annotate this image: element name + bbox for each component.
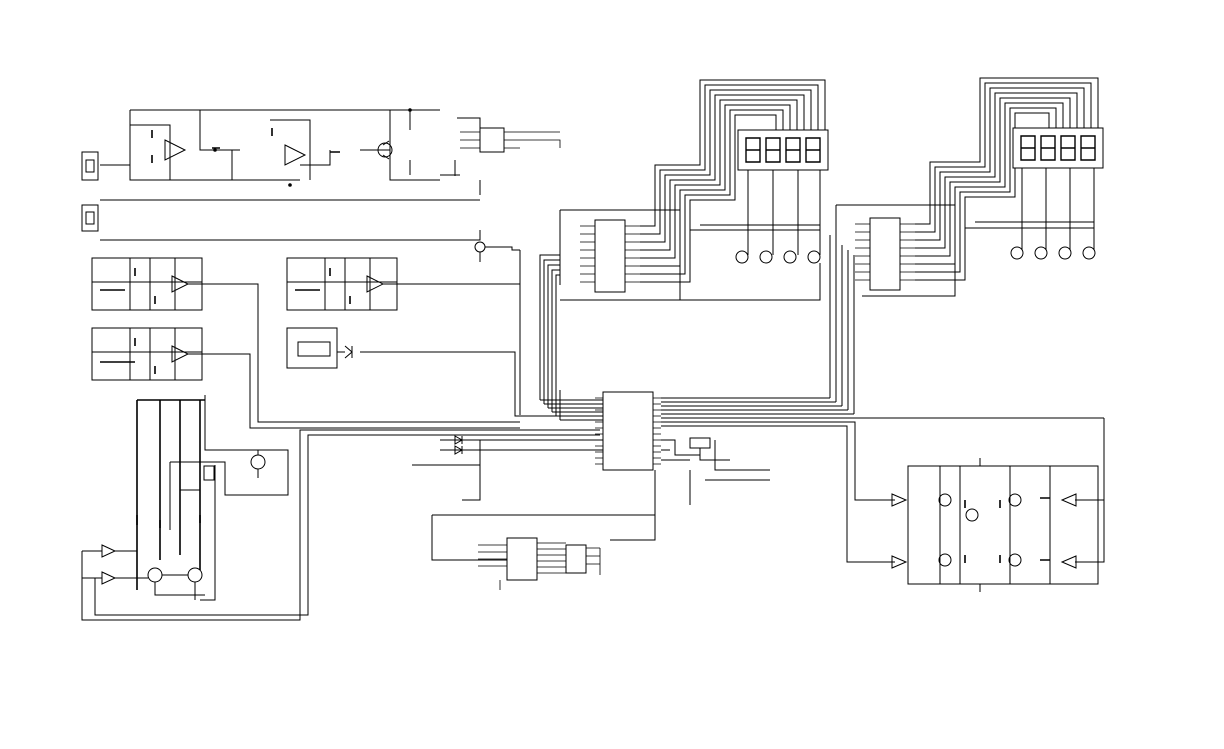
transistor	[147, 567, 163, 583]
comparator	[366, 275, 385, 293]
buffer	[101, 544, 117, 558]
mosfet	[938, 493, 952, 507]
transistor	[1010, 246, 1024, 260]
filter-block-3	[91, 327, 520, 429]
driver-ic	[506, 537, 538, 581]
optocoupler-block	[286, 327, 600, 417]
gate-driver	[891, 555, 908, 569]
decoder-ic	[869, 217, 901, 291]
opamp	[284, 144, 307, 166]
comparator	[171, 345, 190, 363]
microcontroller	[412, 235, 1104, 541]
mosfet	[938, 553, 952, 567]
transistor	[1058, 246, 1072, 260]
transistor	[783, 250, 797, 264]
display-module-right	[835, 77, 1104, 297]
optocoupler	[297, 341, 331, 357]
mosfet	[1008, 493, 1022, 507]
decoder-ic	[594, 219, 626, 293]
mosfet	[1008, 553, 1022, 567]
buffer	[101, 571, 117, 585]
gate-driver	[1060, 555, 1077, 569]
driver-chips	[431, 514, 655, 590]
opamp	[164, 139, 187, 161]
transistor	[187, 567, 203, 583]
transistor	[807, 250, 821, 264]
filter-block-1	[91, 257, 520, 423]
transistor	[1034, 246, 1048, 260]
gate-driver	[1060, 493, 1077, 507]
connector	[479, 127, 505, 153]
display-module-left	[559, 79, 829, 301]
transistor	[735, 250, 749, 264]
motor-icon	[965, 508, 979, 522]
mcu-chip	[602, 391, 654, 471]
transistor	[759, 250, 773, 264]
filter-block-2	[286, 257, 520, 311]
comparator	[171, 275, 190, 293]
led-icon	[454, 435, 464, 445]
relay-coil	[203, 465, 215, 481]
motor-drive-block	[81, 395, 600, 621]
led-icon	[454, 445, 464, 455]
resistor-array	[565, 544, 587, 574]
h-bridge-block	[661, 418, 1105, 592]
gate-driver	[891, 493, 908, 507]
transistor-icon	[344, 345, 353, 359]
sensor-amplifier-block	[81, 108, 561, 415]
crystal	[689, 437, 711, 449]
photodetector	[474, 241, 486, 253]
transistor	[1082, 246, 1096, 260]
motor-icon	[250, 454, 266, 470]
